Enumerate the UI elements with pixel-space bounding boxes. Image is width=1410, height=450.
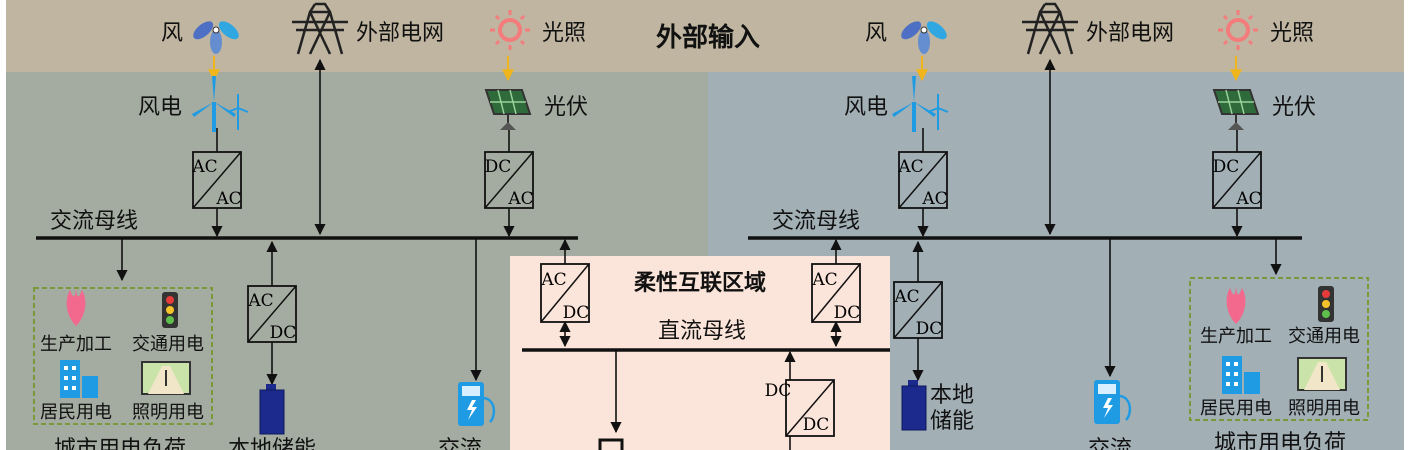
building-icon: [60, 360, 98, 398]
battery-icon: [901, 380, 927, 431]
pv-label: 光伏: [544, 95, 588, 120]
sun-icon: [490, 10, 530, 50]
converter-wind-ac-ac: AC AC: [191, 128, 242, 238]
converter-text: DC: [563, 303, 590, 323]
converter-storage-ac-dc: AC DC: [247, 285, 297, 386]
converter-text: DC: [765, 381, 792, 401]
lighting-load-label: 照明用电: [132, 402, 204, 423]
flexible-interconnect-region: [510, 256, 890, 450]
converter-storage-ac-dc: AC DC: [893, 281, 943, 382]
ev-charger-icon: [1094, 380, 1132, 424]
storage-label-line2: 储能: [930, 409, 974, 434]
wind-power-label: 风电: [138, 95, 182, 120]
wind-power-label: 风电: [844, 95, 888, 120]
storage-label: 本地储能: [228, 437, 316, 450]
converter-text: AC: [897, 157, 923, 177]
wind-label: 风: [865, 21, 887, 46]
top-band: [6, 0, 1404, 72]
converter-flex-left-ac-dc: AC DC: [540, 263, 590, 348]
flower-production-icon: [66, 288, 86, 326]
pv-label: 光伏: [1272, 95, 1316, 120]
wind-icon: [193, 21, 239, 54]
storage-label-line1: 本地: [930, 383, 974, 408]
sun-icon: [1218, 10, 1258, 50]
converter-pv-dc-ac: DC AC: [1212, 130, 1262, 238]
city-load-title: 城市用电负荷: [1214, 431, 1346, 450]
power-tower-icon: [1022, 2, 1078, 55]
traffic-load-label: 交通用电: [132, 334, 204, 355]
converter-text: AC: [507, 189, 533, 209]
battery-icon: [259, 384, 285, 435]
ac-bus-label: 交流母线: [50, 209, 138, 234]
grid-label: 外部电网: [1086, 21, 1174, 46]
converter-text: AC: [1235, 189, 1261, 209]
ac-bus-label: 交流母线: [772, 209, 860, 234]
charging-label: 交流: [438, 437, 482, 450]
converter-wind-ac-ac: AC AC: [897, 128, 948, 238]
dc-bus-label: 直流母线: [658, 319, 746, 344]
converter-text: AC: [811, 270, 837, 290]
traffic-light-icon: [1318, 286, 1334, 322]
converter-text: AC: [540, 270, 566, 290]
converter-pv-dc-ac: DC AC: [484, 130, 534, 238]
converter-text: DC: [803, 415, 830, 435]
converter-text: AC: [893, 287, 919, 307]
solar-panel-icon: [484, 89, 532, 130]
residential-load-label: 居民用电: [1200, 398, 1272, 419]
light-label: 光照: [1270, 21, 1314, 46]
dc-load-icon: [598, 438, 624, 450]
residential-load-label: 居民用电: [40, 402, 112, 423]
production-load-label: 生产加工: [40, 334, 112, 355]
ev-charger-icon: [458, 382, 496, 426]
converter-text: DC: [1213, 157, 1240, 177]
city-load-box: [1189, 277, 1369, 421]
converter-text: AC: [247, 291, 273, 311]
city-load-box: [33, 287, 213, 425]
street-light-icon: [1297, 357, 1347, 391]
converter-text: AC: [191, 157, 217, 177]
power-tower-icon: [292, 2, 348, 55]
building-icon: [1222, 356, 1260, 394]
lighting-load-label: 照明用电: [1288, 398, 1360, 419]
flex-region-title: 柔性互联区域: [634, 270, 766, 296]
wind-turbine-icon: [892, 76, 949, 132]
wind-label: 风: [161, 21, 183, 46]
street-light-icon: [141, 361, 191, 395]
header-title: 外部输入: [656, 22, 760, 53]
light-label: 光照: [542, 21, 586, 46]
converter-text: DC: [916, 319, 943, 339]
converter-flex-dc-dc: DC DC: [765, 379, 835, 450]
city-load-title: 城市用电负荷: [54, 437, 186, 450]
converter-text: AC: [921, 189, 947, 209]
production-load-label: 生产加工: [1200, 326, 1272, 347]
converter-text: DC: [485, 157, 512, 177]
flower-production-icon: [1226, 286, 1246, 324]
grid-label: 外部电网: [356, 21, 444, 46]
converter-text: DC: [270, 323, 297, 343]
wind-turbine-icon: [192, 76, 249, 132]
traffic-light-icon: [162, 292, 178, 328]
wind-icon: [901, 21, 947, 54]
traffic-load-label: 交通用电: [1288, 326, 1360, 347]
converter-text: AC: [215, 189, 241, 209]
converter-text: DC: [834, 303, 861, 323]
solar-panel-icon: [1212, 89, 1260, 130]
converter-flex-right-ac-dc: AC DC: [811, 263, 861, 348]
charging-label: 交流: [1088, 437, 1132, 450]
